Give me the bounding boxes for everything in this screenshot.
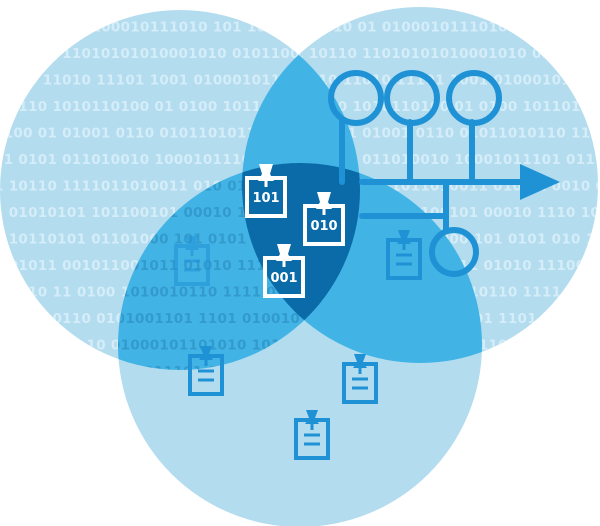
pin-icon — [316, 192, 332, 209]
highlight-tag-101: 101 — [245, 164, 287, 218]
binary-row: 1 10110 11010101010001010 01011000 1101 … — [294, 46, 600, 62]
highlight-tag-010: 010 — [303, 192, 345, 246]
binary-row: 1 0110 1010110100 01 0100 10110101010100… — [294, 99, 600, 115]
timeline-node — [429, 227, 479, 277]
pinned-note-icon — [386, 230, 422, 280]
pinned-note-icon — [174, 236, 210, 286]
pin-icon — [258, 164, 274, 181]
timeline-node — [446, 70, 502, 126]
timeline-node — [384, 70, 440, 126]
pinned-note-icon — [188, 346, 224, 396]
tag-label: 001 — [270, 271, 297, 286]
binary-row: 1001 10001011101010 10 1001 101 1010101 … — [0, 0, 600, 9]
highlight-tag-001: 001 — [263, 244, 305, 298]
binary-row: 01 0101 011010010 10001011101 0110 10100… — [294, 152, 600, 168]
timeline-node — [328, 70, 384, 126]
timeline-graphic — [328, 70, 560, 277]
pinned-note-icon — [294, 410, 330, 460]
binary-row: 1001 10001011101010 10 1001 101 1010101 … — [0, 0, 600, 9]
binary-row: 1 10110 11010101010001010 01011000 1101 … — [0, 46, 600, 62]
notes-layer — [174, 230, 422, 460]
pin-icon — [276, 244, 292, 261]
tag-label: 010 — [310, 219, 337, 234]
binary-row: 1001 10001011101010 10 1001 101 1010101 … — [294, 0, 600, 9]
binary-row: 1 010 11010 11101 1001 01000101101 0101 … — [0, 73, 600, 89]
binary-row: 0 10 10 01 0100010111010 101 10 01 1 0 1… — [294, 20, 600, 36]
pinned-note-icon — [342, 354, 378, 404]
timeline-arrowhead — [520, 164, 560, 200]
binary-row: 0100 01 01001 0110 01011010110 1100 01 0… — [294, 126, 600, 142]
tag-label: 101 — [252, 191, 279, 206]
highlight-tags: 101 010 001 — [245, 164, 345, 298]
